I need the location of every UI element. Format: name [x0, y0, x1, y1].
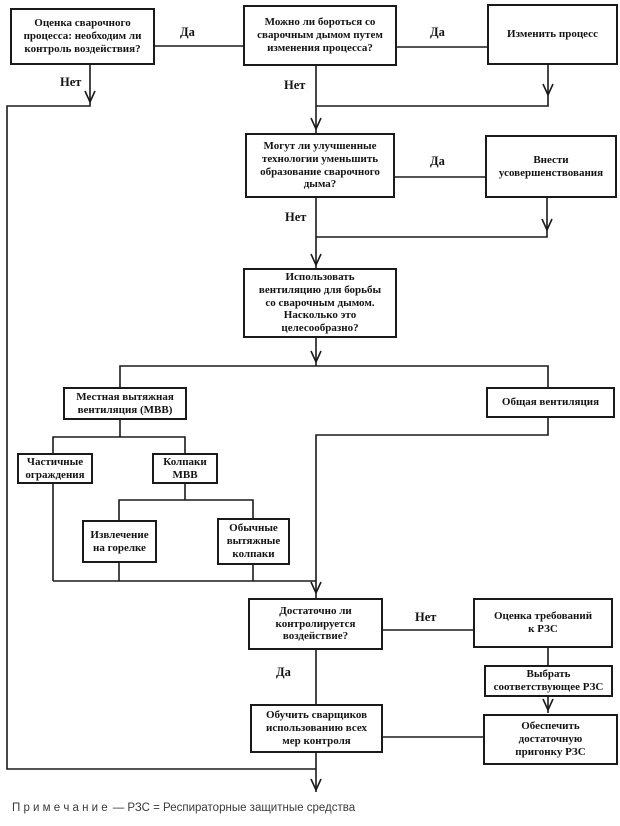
- node-exposure-controlled-question: Достаточно ли контролируется воздействие…: [248, 598, 383, 650]
- node-assess-process: Оценка сварочного процесса: необходим ли…: [10, 8, 155, 65]
- edge-assess-no-long-return: [6, 65, 316, 770]
- arrowhead: [542, 83, 554, 97]
- node-improved-tech-question: Могут ли улучшенные технологии уменьшить…: [245, 133, 395, 198]
- edge-improvements-return: [316, 198, 548, 238]
- edge-ventilation-split: [119, 365, 549, 387]
- arrowhead: [541, 218, 553, 232]
- edge-general-vent-return: [315, 417, 549, 598]
- node-change-process: Изменить процесс: [487, 4, 618, 65]
- footnote: П р и м е ч а н и е — РЗС = Респираторные…: [12, 802, 355, 814]
- footnote-label: П р и м е ч а н и е: [12, 802, 108, 814]
- arrowhead: [310, 117, 322, 131]
- node-rpe-requirements: Оценка требований к РЗС: [473, 598, 613, 648]
- node-torch-extraction: Извлечение на горелке: [82, 520, 157, 563]
- arrowhead: [310, 581, 322, 595]
- node-train-welders: Обучить сварщиков использованию всех мер…: [250, 704, 383, 753]
- label-change-yes: Да: [430, 25, 445, 39]
- node-use-ventilation: Использовать вентиляцию для борьбы со св…: [243, 268, 397, 338]
- arrowhead: [310, 778, 322, 792]
- label-tech-no: Нет: [285, 210, 307, 224]
- label-change-no: Нет: [284, 78, 306, 92]
- node-ensure-rpe-fit: Обеспечить достаточную пригонку РЗС: [483, 714, 618, 765]
- arrowheads: [84, 83, 554, 792]
- label-controlled-yes: Да: [276, 665, 291, 679]
- label-tech-yes: Да: [430, 154, 445, 168]
- node-conventional-hoods: Обычные вытяжные колпаки: [217, 518, 290, 565]
- node-local-exhaust-ventilation: Местная вытяжная вентиляция (МВВ): [63, 387, 187, 420]
- arrowhead: [310, 253, 322, 267]
- edge-hoods-split: [118, 484, 254, 520]
- node-change-process-question: Можно ли бороться со сварочным дымом пут…: [243, 5, 397, 66]
- arrowhead: [84, 90, 96, 104]
- arrowhead: [542, 698, 554, 712]
- edge-change-return: [316, 65, 549, 107]
- label-assess-no: Нет: [60, 75, 82, 89]
- node-lev-hoods: Колпаки МВВ: [152, 453, 218, 484]
- label-assess-yes: Да: [180, 25, 195, 39]
- label-controlled-no: Нет: [415, 610, 437, 624]
- node-select-rpe: Выбрать соответствующее РЗС: [484, 665, 613, 697]
- node-make-improvements: Внести усовершенствования: [485, 135, 617, 198]
- edge-lev-split: [52, 420, 186, 453]
- footnote-text: — РЗС = Респираторные защитные средства: [112, 802, 356, 814]
- arrowhead: [310, 350, 322, 364]
- node-general-ventilation: Общая вентиляция: [486, 387, 615, 418]
- node-partial-enclosures: Частичные ограждения: [17, 453, 93, 484]
